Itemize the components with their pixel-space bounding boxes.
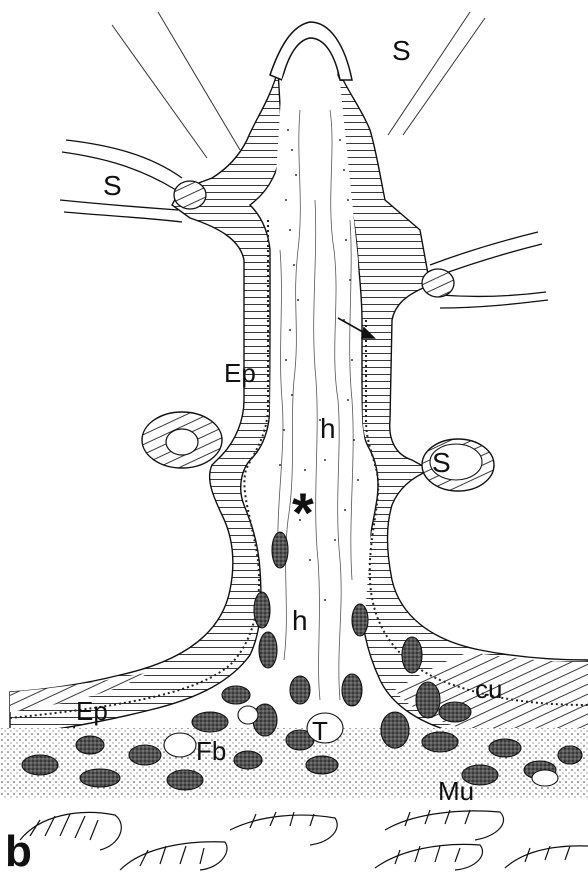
- left-cuticle-wall: [10, 70, 282, 735]
- sensillum-left: [142, 412, 222, 468]
- right-cuticle-wall: [338, 70, 588, 745]
- label-ep-lower: Ep: [76, 696, 108, 726]
- panel-letter: b: [5, 827, 32, 873]
- muscle-fibres: [20, 810, 588, 870]
- seta-right-socket: [422, 269, 454, 297]
- label-s-right-mid: S: [432, 447, 451, 478]
- label-t: T: [312, 716, 328, 746]
- label-h-upper: h: [320, 413, 336, 444]
- seta-right: [430, 232, 548, 308]
- label-s-left: S: [103, 170, 122, 201]
- label-h-lower: h: [292, 605, 308, 636]
- label-cu: cu: [475, 674, 502, 704]
- label-asterisk: *: [292, 481, 314, 544]
- label-mu: Mu: [438, 776, 474, 806]
- label-fb: Fb: [196, 736, 226, 766]
- seta-left-socket: [174, 181, 206, 209]
- label-s-top-right: S: [392, 35, 411, 66]
- label-ep-upper: Ep: [224, 358, 256, 388]
